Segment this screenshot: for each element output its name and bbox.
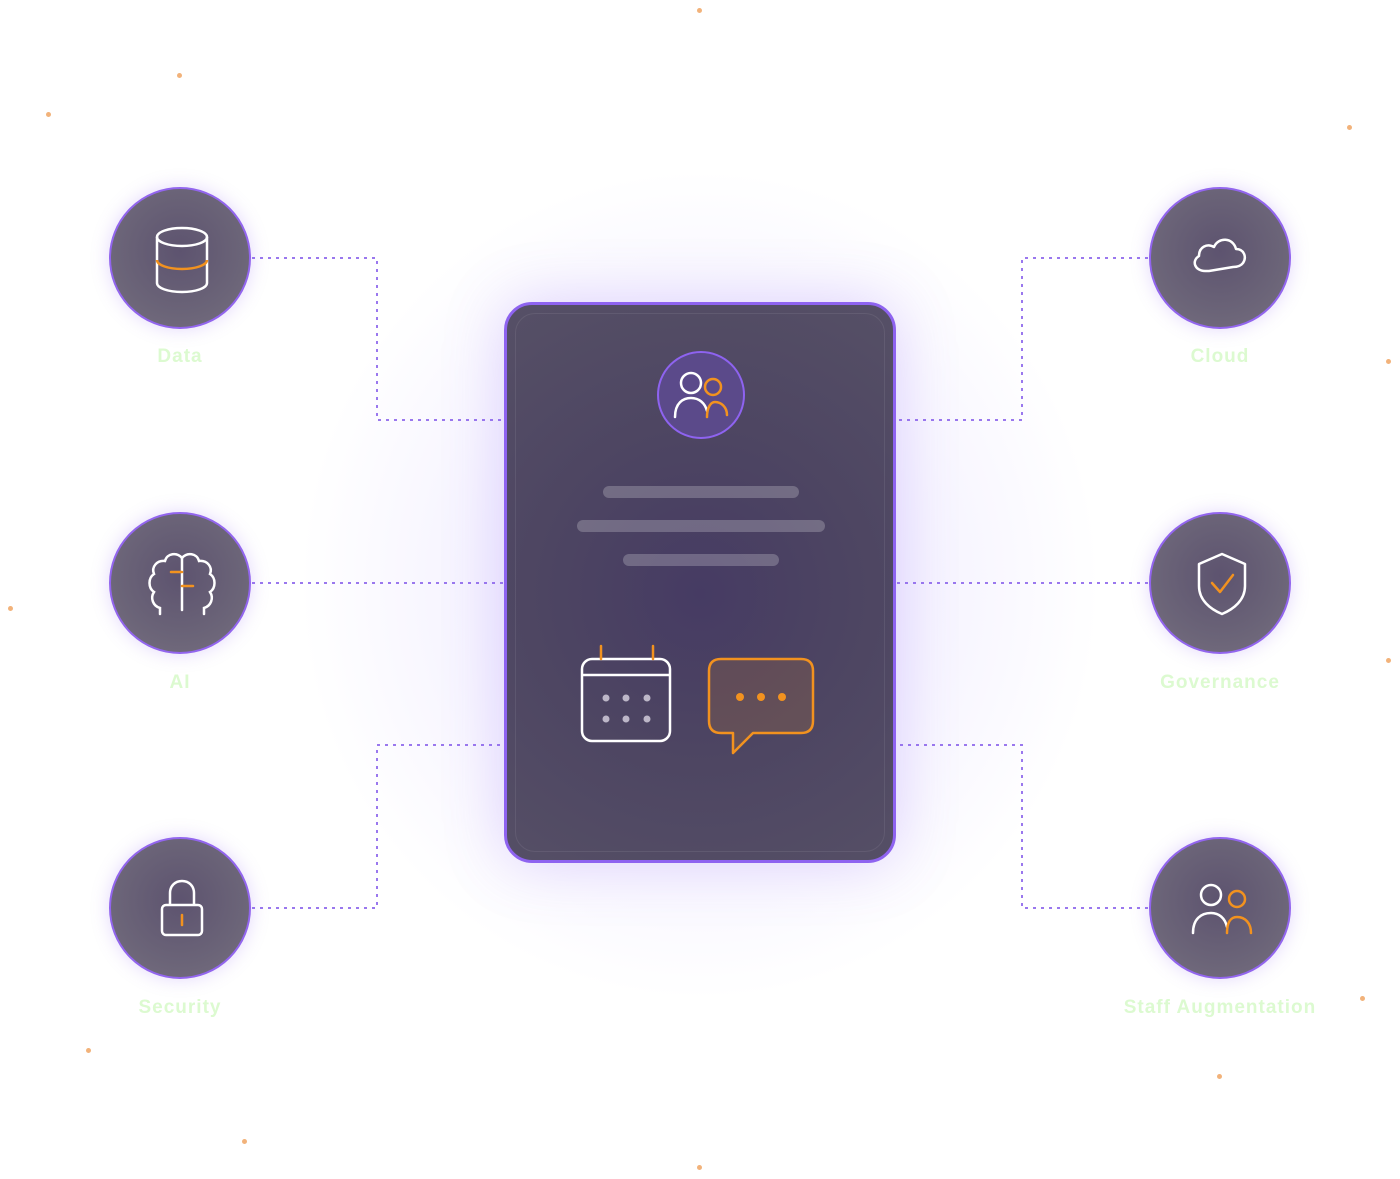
connector-data bbox=[252, 257, 504, 421]
node-data bbox=[109, 187, 251, 329]
placeholder-line-1 bbox=[603, 486, 799, 498]
decor-dot bbox=[46, 112, 51, 117]
placeholder-line-2 bbox=[577, 520, 825, 532]
connector-security bbox=[252, 744, 504, 909]
decor-dot bbox=[1347, 125, 1352, 130]
node-label-ai: AI bbox=[169, 672, 191, 693]
placeholder-line-3 bbox=[623, 554, 779, 566]
team-avatar bbox=[657, 351, 745, 439]
shield-check-icon bbox=[1197, 552, 1247, 616]
decor-dot bbox=[1360, 996, 1365, 1001]
node-label-staff-augmentation: Staff Augmentation bbox=[1123, 997, 1317, 1018]
node-security bbox=[109, 837, 251, 979]
decor-dot bbox=[8, 606, 13, 611]
connector-staff bbox=[896, 744, 1148, 909]
decor-dot bbox=[242, 1139, 247, 1144]
database-icon bbox=[155, 226, 209, 294]
node-ai bbox=[109, 512, 251, 654]
team-icon bbox=[673, 371, 729, 419]
node-label-data: Data bbox=[157, 346, 203, 367]
central-card bbox=[504, 302, 896, 863]
connector-cloud bbox=[896, 257, 1148, 421]
team-icon bbox=[1191, 883, 1253, 935]
node-staff-augmentation bbox=[1149, 837, 1291, 979]
node-label-cloud: Cloud bbox=[1190, 346, 1250, 367]
decor-dot bbox=[1217, 1074, 1222, 1079]
card-inner-border bbox=[515, 313, 885, 852]
decor-dot bbox=[177, 73, 182, 78]
brain-icon bbox=[148, 552, 216, 616]
node-cloud bbox=[1149, 187, 1291, 329]
node-label-security: Security bbox=[138, 997, 222, 1018]
node-label-governance: Governance bbox=[1160, 672, 1280, 693]
cloud-icon bbox=[1193, 238, 1246, 273]
lock-icon bbox=[160, 879, 204, 937]
decor-dot bbox=[1386, 658, 1391, 663]
calendar-icon bbox=[580, 644, 672, 743]
decor-dot bbox=[697, 8, 702, 13]
decor-dot bbox=[697, 1165, 702, 1170]
decor-dot bbox=[1386, 359, 1391, 364]
chat-bubble-icon bbox=[707, 657, 815, 755]
decor-dot bbox=[86, 1048, 91, 1053]
node-governance bbox=[1149, 512, 1291, 654]
